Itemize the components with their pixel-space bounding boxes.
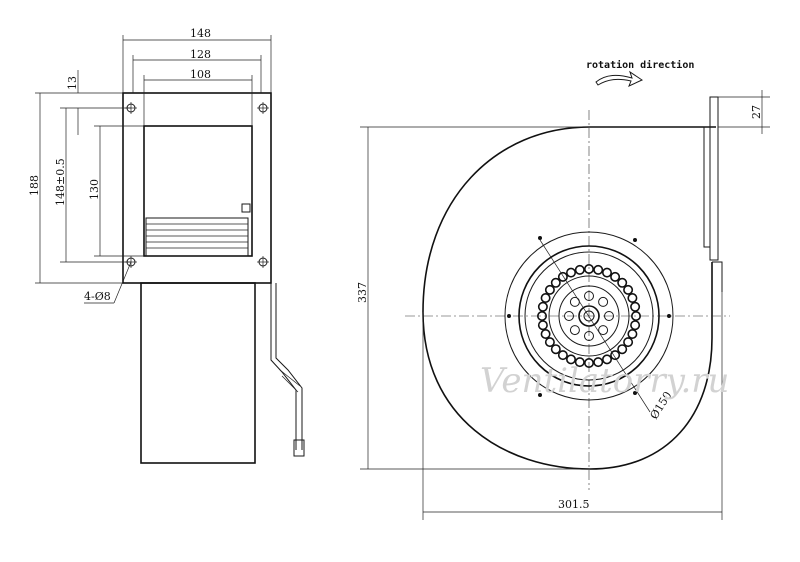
dim-188-text: 188 <box>28 175 41 196</box>
rotation-label: rotation direction <box>586 59 694 71</box>
hub-hole <box>569 296 580 307</box>
blade-tip <box>583 357 594 368</box>
holes-leader <box>113 261 132 304</box>
dim-337-text: 337 <box>356 282 369 303</box>
blade-tip <box>537 301 548 312</box>
watermark: Ventilatorry.ru <box>480 361 729 401</box>
cable <box>270 283 297 450</box>
blade-tip <box>574 264 585 275</box>
blade-tip <box>630 310 641 321</box>
blade-tip <box>540 292 551 303</box>
flange-plate <box>122 92 272 284</box>
dim-128-text: 128 <box>190 48 211 61</box>
dim-148-tol-text: 148±0.5 <box>54 158 67 206</box>
blade-tip <box>574 357 585 368</box>
blade-tip <box>537 320 548 331</box>
blade-tip <box>617 344 628 355</box>
blade-tip <box>601 267 612 278</box>
hub-hole <box>569 325 580 336</box>
blade-tip <box>544 337 555 348</box>
dim-27: 27 <box>718 90 770 134</box>
blade-tip <box>627 328 638 339</box>
dim-301-text: 301.5 <box>558 498 590 511</box>
hub-hole <box>598 325 609 336</box>
inlet-circle <box>504 231 674 401</box>
inlet-ring <box>518 245 660 387</box>
blade-tip <box>565 267 576 278</box>
blade-tip <box>557 271 568 282</box>
diameter-leader <box>539 239 651 413</box>
blade-tip <box>550 344 561 355</box>
hub <box>578 305 600 327</box>
top-dimensions: 148 128 108 <box>122 27 272 126</box>
blade-tip <box>630 301 641 312</box>
front-view: Ø150 337 27 301.5 rotation direction Ven… <box>356 59 770 520</box>
blade-tip <box>627 292 638 303</box>
blade-tip <box>565 354 576 365</box>
impeller-edge <box>145 217 249 257</box>
blade-tip <box>557 350 568 361</box>
small-tab <box>241 203 251 213</box>
volute-casing <box>422 126 716 470</box>
blade-tip <box>550 277 561 288</box>
dim-337: 337 <box>356 126 590 470</box>
blade-tip <box>536 310 547 321</box>
dim-130-text: 130 <box>88 179 101 200</box>
cable-end <box>293 439 305 457</box>
dim-148-text: 148 <box>190 27 211 40</box>
blade-tip <box>623 284 634 295</box>
hub-hole <box>604 311 614 321</box>
hub-hole <box>584 331 594 341</box>
dim-108-text: 108 <box>190 68 211 81</box>
left-dimensions: 188 148±0.5 130 13 <box>28 70 144 284</box>
blade-tip <box>617 277 628 288</box>
side-view: 148 128 108 188 148±0.5 130 <box>28 27 305 464</box>
dim-27-text: 27 <box>750 105 763 119</box>
rotation-arrow-icon <box>595 70 644 87</box>
motor-body <box>140 282 256 464</box>
dim-301: 301.5 <box>422 292 723 520</box>
hub-hole <box>564 311 574 321</box>
blade-tip <box>544 284 555 295</box>
outlet-flange <box>709 96 719 261</box>
outlet-lip <box>703 126 711 248</box>
dim-13-text: 13 <box>66 76 79 90</box>
blade-tip <box>601 354 612 365</box>
blade-tip <box>540 328 551 339</box>
blade-tip <box>583 263 594 274</box>
ring-mount-points <box>507 236 671 397</box>
blade-tip <box>593 357 604 368</box>
blade-tip <box>593 264 604 275</box>
hub-hole <box>598 296 609 307</box>
mounting-holes <box>125 102 269 268</box>
hub-hole <box>584 291 594 301</box>
impeller-blades <box>536 263 641 368</box>
holes-label: 4-Ø8 <box>84 290 111 303</box>
blade-tip <box>610 271 621 282</box>
blade-tip <box>630 320 641 331</box>
outlet-opening <box>143 125 253 257</box>
blade-tip <box>610 350 621 361</box>
blade-tip <box>623 337 634 348</box>
